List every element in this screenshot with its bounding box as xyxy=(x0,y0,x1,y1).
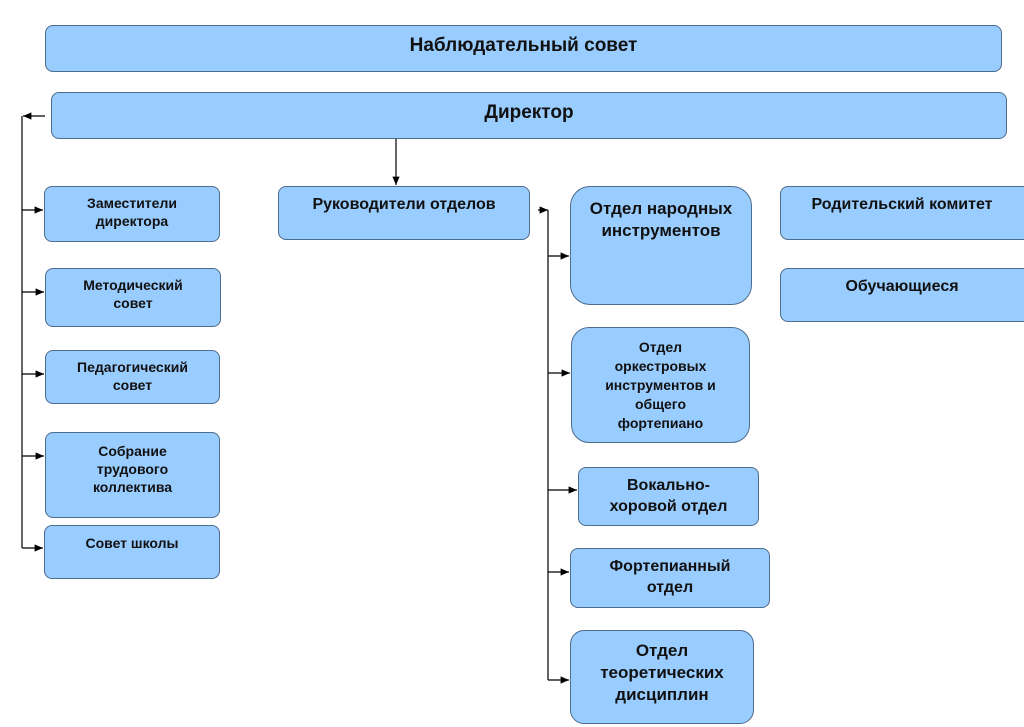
director-label: Директор xyxy=(484,102,574,123)
piano-box: Фортепианный отдел xyxy=(570,548,770,608)
pedagogical-box: Педагогический совет xyxy=(45,350,220,404)
heads-label: Руководители отделов xyxy=(312,196,496,213)
theory-box: Отдел теоретических дисциплин xyxy=(570,630,754,724)
students-box: Обучающиеся xyxy=(780,268,1024,322)
theory-label: Отдел теоретических дисциплин xyxy=(600,641,724,705)
methodical-box: Методический совет xyxy=(45,268,221,327)
deputies-box: Заместители директора xyxy=(44,186,220,242)
piano-label: Фортепианный отдел xyxy=(609,558,731,596)
heads-box: Руководители отделов xyxy=(278,186,530,240)
board-label: Наблюдательный совет xyxy=(409,35,638,56)
orchestral-box: Отдел оркестровых инструментов и общего … xyxy=(571,327,750,443)
folk-box: Отдел народных инструментов xyxy=(570,186,752,305)
school-council-box: Совет школы xyxy=(44,525,220,579)
labor-box: Собрание трудового коллектива xyxy=(45,432,220,518)
folk-label: Отдел народных инструментов xyxy=(589,199,733,241)
director-box: Директор xyxy=(51,92,1007,139)
methodical-label: Методический совет xyxy=(83,277,183,312)
deputies-label: Заместители директора xyxy=(87,195,177,230)
students-label: Обучающиеся xyxy=(845,278,959,295)
parents-label: Родительский комитет xyxy=(811,196,993,213)
parents-box: Родительский комитет xyxy=(780,186,1024,240)
vocal-label: Вокально-хоровой отдел xyxy=(609,477,728,515)
board-box: Наблюдательный совет xyxy=(45,25,1002,72)
school-council-label: Совет школы xyxy=(85,535,179,551)
labor-label: Собрание трудового коллектива xyxy=(92,443,173,496)
orchestral-label: Отдел оркестровых инструментов и общего … xyxy=(605,339,716,431)
pedagogical-label: Педагогический совет xyxy=(77,359,188,394)
vocal-box: Вокально-хоровой отдел xyxy=(578,467,759,526)
